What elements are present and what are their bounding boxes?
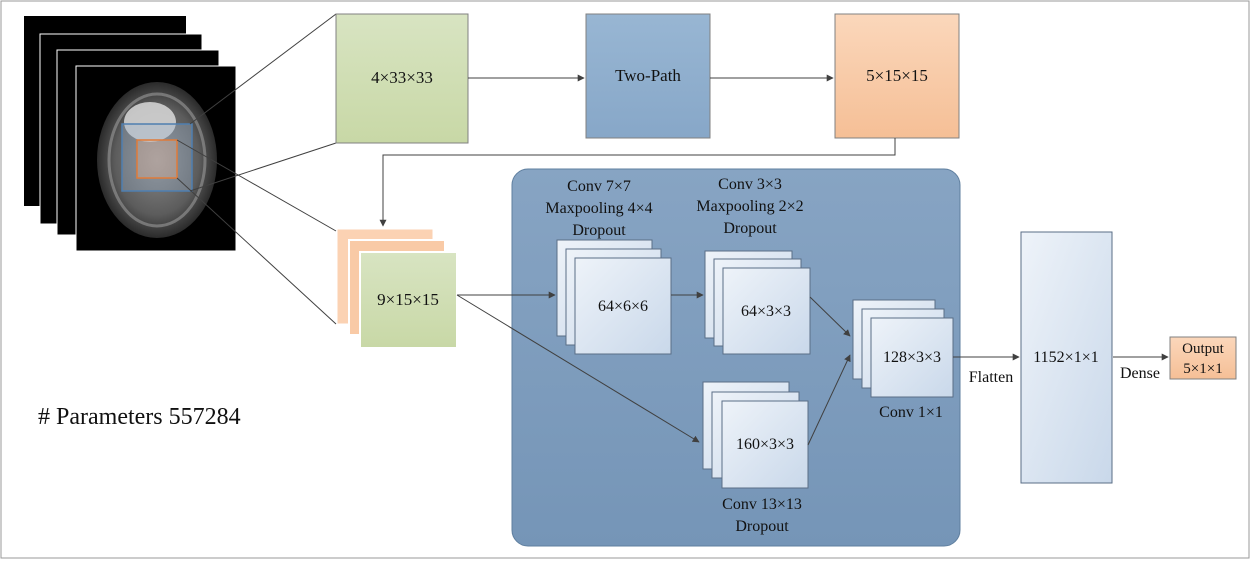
input-block: 4×33×33	[335, 13, 469, 144]
conv3-caption: Conv 13×13 Dropout	[722, 496, 802, 535]
conv1-block-label: 64×6×6	[598, 298, 648, 315]
flatten-label: Flatten	[969, 369, 1013, 386]
conv3-block-label: 160×3×3	[736, 436, 794, 453]
output-block-label: 5×1×1	[1183, 361, 1222, 377]
svg-text:Conv 13×13: Conv 13×13	[722, 496, 802, 513]
output-block-title: Output	[1182, 341, 1225, 357]
conv2-caption: Conv 3×3 Maxpooling 2×2 Dropout	[696, 176, 803, 237]
svg-text:Dropout: Dropout	[735, 518, 789, 535]
two-path-output-label: 5×15×15	[866, 66, 928, 85]
two-path-output-block: 5×15×15	[834, 13, 960, 139]
svg-text:Conv 3×3: Conv 3×3	[718, 176, 782, 193]
tumor-region	[124, 102, 176, 142]
two-path-block: Two-Path	[585, 13, 711, 139]
arrow-concat-feed	[379, 138, 896, 227]
mri-slice-stack	[24, 16, 237, 252]
parameters-label: # Parameters 557284	[38, 404, 241, 430]
svg-text:Maxpooling 4×4: Maxpooling 4×4	[545, 200, 652, 217]
conv2-block-stack: 64×3×3	[704, 250, 811, 355]
output-block: Output 5×1×1	[1169, 336, 1237, 380]
dense-block-label: 1152×1×1	[1033, 349, 1098, 366]
projection-lines	[176, 13, 337, 325]
conv3-block-stack: 160×3×3	[702, 381, 809, 489]
svg-text:Dropout: Dropout	[572, 222, 626, 239]
svg-text:Conv 7×7: Conv 7×7	[567, 178, 631, 195]
conv1-block-stack: 64×6×6	[556, 239, 672, 355]
conv4-block-stack: 128×3×3	[852, 299, 954, 398]
svg-text:Dropout: Dropout	[723, 220, 777, 237]
patch-33x33	[121, 123, 193, 192]
dense-label: Dense	[1120, 365, 1160, 382]
two-path-label: Two-Path	[615, 66, 681, 85]
input-block-label: 4×33×33	[371, 68, 433, 87]
cnn-arrows	[456, 291, 1169, 446]
svg-text:Maxpooling 2×2: Maxpooling 2×2	[696, 198, 803, 215]
patch-15x15	[136, 139, 178, 179]
concat-block-stack: 9×15×15	[336, 228, 458, 349]
concat-block-label: 9×15×15	[377, 290, 439, 309]
conv4-block-label: 128×3×3	[883, 349, 941, 366]
conv4-caption: Conv 1×1	[879, 404, 943, 421]
conv2-block-label: 64×3×3	[741, 303, 791, 320]
dense-block: 1152×1×1	[1020, 231, 1113, 484]
conv1-caption: Conv 7×7 Maxpooling 4×4 Dropout	[545, 178, 652, 239]
